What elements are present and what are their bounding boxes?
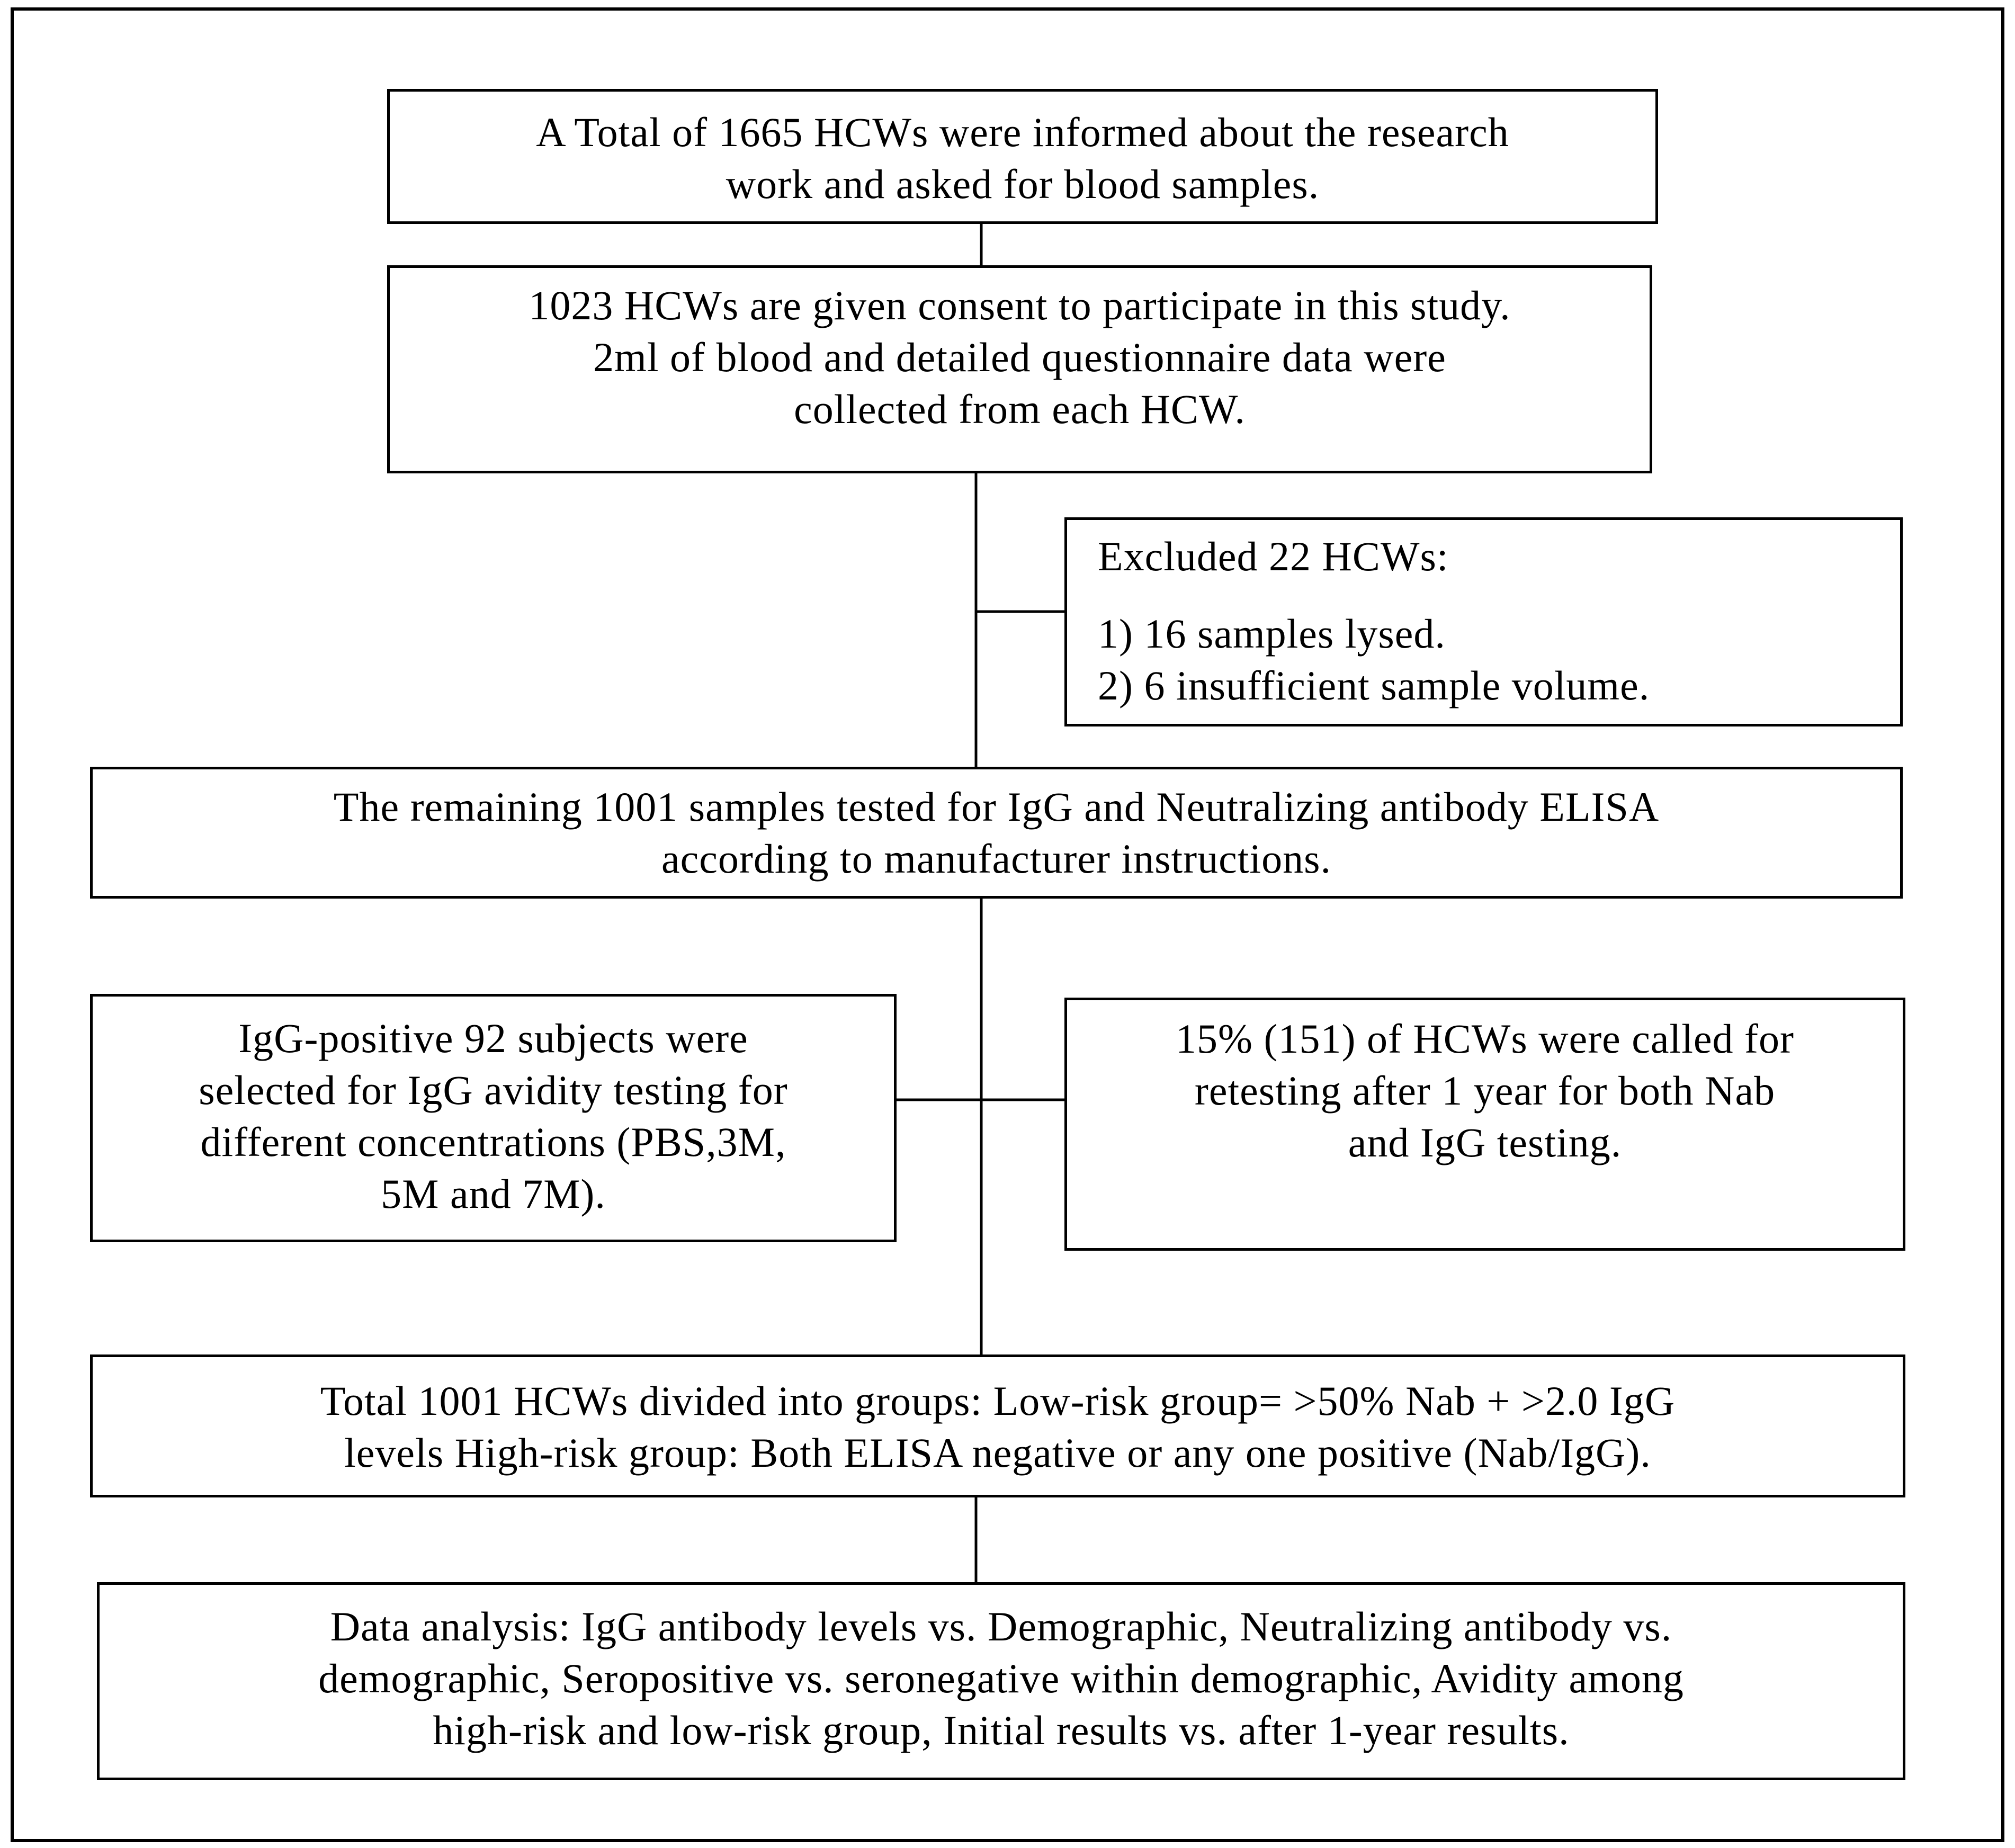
box-avidity: IgG-positive 92 subjects were selected f… <box>90 994 897 1242</box>
box-consent-line: 1023 HCWs are given consent to participa… <box>529 282 1511 328</box>
box-informed-line: A Total of 1665 HCWs were informed about… <box>536 109 1509 155</box>
box-analysis: Data analysis: IgG antibody levels vs. D… <box>97 1582 1905 1780</box>
box-groups: Total 1001 HCWs divided into groups: Low… <box>90 1354 1905 1497</box>
box-retesting-line: retesting after 1 year for both Nab <box>1194 1067 1776 1114</box>
box-retesting: 15% (151) of HCWs were called for retest… <box>1064 998 1905 1251</box>
box-excluded: Excluded 22 HCWs: 1) 16 samples lysed. 2… <box>1064 517 1903 726</box>
box-retesting-line: and IgG testing. <box>1348 1119 1622 1165</box>
box-remaining-line: The remaining 1001 samples tested for Ig… <box>333 784 1660 830</box>
box-excluded-heading: Excluded 22 HCWs: <box>1098 533 1449 579</box>
box-excluded-item: 1) 16 samples lysed. <box>1098 611 1446 657</box>
box-informed-line: work and asked for blood samples. <box>726 161 1320 207</box>
box-excluded-item: 2) 6 insufficient sample volume. <box>1098 662 1650 708</box>
box-analysis-line: demographic, Seropositive vs. seronegati… <box>318 1655 1684 1701</box>
box-avidity-line: different concentrations (PBS,3M, <box>200 1119 786 1165</box>
box-informed: A Total of 1665 HCWs were informed about… <box>387 89 1658 224</box>
box-consent-line: 2ml of blood and detailed questionnaire … <box>593 334 1446 380</box>
box-analysis-line: Data analysis: IgG antibody levels vs. D… <box>330 1603 1672 1649</box>
box-avidity-line: selected for IgG avidity testing for <box>199 1067 788 1113</box>
box-consent: 1023 HCWs are given consent to participa… <box>387 265 1652 473</box>
box-groups-line: Total 1001 HCWs divided into groups: Low… <box>320 1378 1676 1424</box>
box-avidity-line: 5M and 7M). <box>381 1171 606 1217</box>
box-analysis-line: high-risk and low-risk group, Initial re… <box>433 1707 1570 1753</box>
box-remaining-line: according to manufacturer instructions. <box>661 836 1331 882</box>
box-retesting-line: 15% (151) of HCWs were called for <box>1176 1016 1794 1062</box>
box-avidity-line: IgG-positive 92 subjects were <box>238 1015 748 1061</box>
box-consent-line: collected from each HCW. <box>794 386 1246 432</box>
box-remaining: The remaining 1001 samples tested for Ig… <box>90 767 1903 899</box>
box-groups-line: levels High-risk group: Both ELISA negat… <box>344 1430 1651 1476</box>
figure-border <box>11 7 2004 1842</box>
